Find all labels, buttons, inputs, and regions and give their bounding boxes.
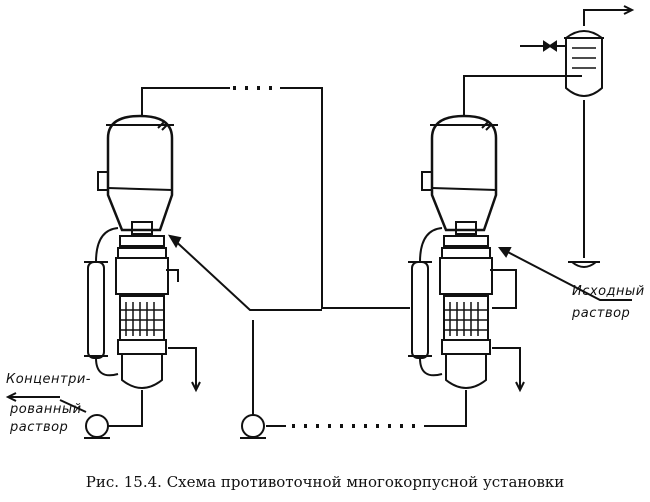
steam-line-1 [167,234,322,311]
label-initial-solution-2: раствор [572,306,631,321]
label-concentrated-solution-1: Концентри- [6,372,91,387]
figure-caption: Рис. 15.4. Схема противоточной многокорп… [85,473,565,491]
pump-concentrate [5,392,143,439]
label-initial-solution-1: Исходный [572,284,645,299]
label-concentrated-solution-2: рованный [10,402,82,417]
vapor-line-upper [141,86,410,309]
label-concentrated-solution-3: раствор [10,420,69,435]
pump-intermediate [240,320,467,439]
evaporator-2 [408,75,582,400]
feed-line [498,247,632,301]
evaporator-1 [84,114,201,400]
condenser [520,5,635,268]
